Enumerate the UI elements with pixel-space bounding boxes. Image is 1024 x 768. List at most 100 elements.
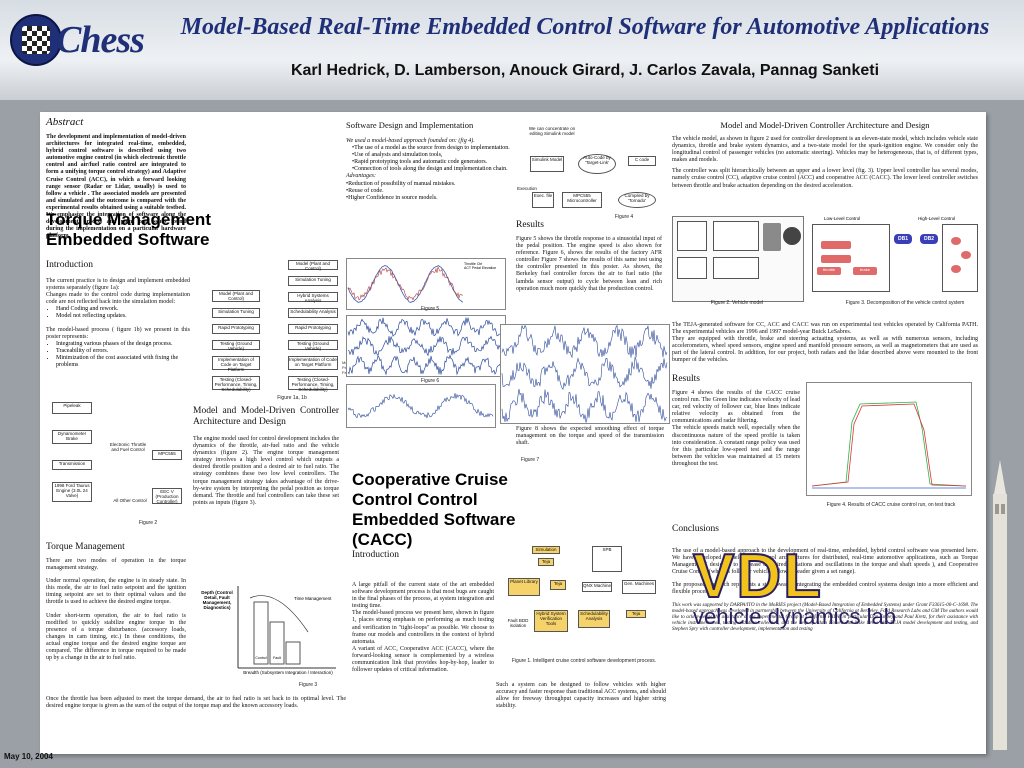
- figure-3: Depth (Control Detail, Fault Management,…: [198, 582, 340, 690]
- right-p4: They are equipped with throttle, brake a…: [672, 336, 978, 364]
- software-bullets-2: •Reduction of possibility of manual mist…: [346, 181, 514, 202]
- fig7-plot: [500, 324, 670, 424]
- cacc-intro-heading: Introduction: [352, 550, 399, 560]
- figure-6: [346, 315, 506, 377]
- vehicle-model-block: [677, 221, 707, 251]
- fig1-right-box: Implementation of Code on Target Platfor…: [288, 356, 338, 370]
- list-item: Traceability of errors.: [56, 348, 190, 355]
- software-section: Software Design and Implementation We us…: [346, 120, 514, 202]
- right-mmd-heading: Model and Model-Driven Controller Archit…: [720, 120, 930, 130]
- figure-5: Throttle Ctrl ACT Pedal Elevation: [346, 258, 506, 310]
- cacc-box: Gen. Machines: [622, 580, 656, 594]
- vehicle-model-figure: [672, 216, 804, 302]
- right-results-p2: The vehicle speeds match well, especiall…: [672, 425, 800, 467]
- conclusions-section: Conclusions The use of a model-based app…: [672, 524, 978, 633]
- wheel-icon: [783, 227, 801, 245]
- conclusions-p1: The use of a model-based approach to the…: [672, 548, 978, 576]
- cacc-box: Simulation: [532, 546, 560, 554]
- fig2-box: MPC555: [152, 450, 182, 460]
- figure-7: [500, 324, 670, 424]
- right-mmd-p2: The controller was split hierarchically …: [672, 168, 978, 189]
- fig3-label: Time Management: [294, 596, 332, 601]
- cacc-box: QNX Machine: [582, 582, 612, 592]
- right-p3: The TEJA-generated software for CC, ACC …: [672, 322, 978, 336]
- vehicle-model-caption: Figure 2. Vehicle model: [710, 300, 764, 306]
- figure-2: Pipeleak Dynamometer Brake Transmission …: [48, 402, 188, 532]
- right-mmd-section: Model and Model-Driven Controller Archit…: [672, 120, 978, 190]
- decomp-state: [951, 237, 961, 245]
- logo-text: Chess: [56, 19, 145, 61]
- cacc-box: Teja: [626, 610, 646, 618]
- poster-date: May 10, 2004: [4, 752, 53, 761]
- fig3-caption: Figure 3: [298, 682, 318, 688]
- decomposition-figure: Low-Level Control High-Level Control thr…: [808, 216, 980, 296]
- fig1-right-box: Schedulability Analysis: [288, 308, 338, 318]
- fig1-right-box: Testing (Closed-Performance, Timing, Sch…: [288, 376, 338, 392]
- fig1-right-box: Simulation Tuning: [288, 276, 338, 286]
- fig2-caption: Figure 2: [138, 520, 158, 526]
- fig5-legend-item: ACT Pedal Elevation: [464, 266, 497, 270]
- poster-header: Chess Model-Based Real-Time Embedded Con…: [0, 0, 1024, 100]
- fig1-left-box: Testing (Ground Vehicle): [212, 340, 260, 351]
- cacc-intro-text: A large pitfall of the current state of …: [352, 582, 494, 610]
- fig7-caption: Figure 7: [520, 457, 540, 463]
- cacc-p2: The model-based process we present here,…: [352, 610, 494, 645]
- list-item: Minimization of the cost associated with…: [56, 355, 190, 369]
- chess-logo: Chess: [10, 12, 150, 68]
- high-level-box: [942, 224, 978, 292]
- torque-intro: Introduction The current practice is to …: [46, 260, 190, 369]
- fig4-box: Simulink Model: [530, 156, 564, 172]
- fig8-text: Figure 8 shows the expected smoothing ef…: [516, 426, 664, 447]
- engine-image: [763, 223, 781, 251]
- software-heading: Software Design and Implementation: [346, 120, 474, 130]
- acknowledgment: This work was supported by DARPA/ITO in …: [672, 602, 978, 632]
- fig3-plot: [237, 586, 336, 669]
- fig5-plot: [346, 258, 506, 310]
- db2-node: DB2: [920, 234, 938, 244]
- cacc-closing: Such a system can be designed to follow …: [496, 682, 666, 710]
- list-item: •Connection of tools along the design an…: [352, 166, 508, 173]
- cacc-figure: Simulation Teja SPB Planet Library Teja …: [502, 544, 666, 664]
- results-section: Results Figure 5 shows the throttle resp…: [516, 220, 662, 293]
- fig1-right-box: Model (Plant and Control): [288, 260, 338, 271]
- list-item: Integrating various phases of the design…: [56, 341, 190, 348]
- abstract-section: Abstract The development and implementat…: [46, 116, 186, 240]
- list-item: •Use of analysis and simulation tools,: [352, 152, 443, 159]
- chessboard-icon: [22, 26, 50, 54]
- fig4-box: Compiled by 'Tornado': [618, 192, 656, 208]
- fig2-box: Pipeleak: [52, 402, 92, 414]
- cacc-box: Hybrid System Verification Tools: [534, 610, 568, 632]
- fig1-right-box: Hybrid Systems Analysis: [288, 292, 338, 303]
- fig2-box: EEC V (Production Controller): [152, 488, 182, 504]
- fig1-right-box: Rapid Prototyping: [288, 324, 338, 334]
- software-adv-label: Advantages:: [346, 173, 376, 180]
- decomp-label: Low-Level Control: [824, 216, 861, 221]
- vdl-logo-subtitle: vehicle dynamics lab: [693, 604, 896, 629]
- tm-p4: Once the throttle has been adjusted to m…: [46, 696, 346, 710]
- fig4-box: Auto-Code by 'Target-Link': [578, 154, 616, 174]
- list-item: •Reduction of possibility of manual mist…: [346, 180, 456, 187]
- decomp-state: [951, 265, 961, 273]
- fig2-box: 1998 Ford Taurus Engine (3.0L 24 Valve): [52, 482, 92, 502]
- torque-intro-p3: The model-based process ( figure 1b) we …: [46, 326, 190, 340]
- fig3-label: Control: [255, 656, 267, 660]
- fig4-label: Execution: [517, 186, 537, 191]
- conclusions-p2: The proposed approach represents a step …: [672, 582, 978, 596]
- fig2-box: Dynamometer Brake: [52, 430, 92, 444]
- fig1-right-box: Testing (Ground Vehicle): [288, 340, 338, 351]
- torque-mmd-section: Model and Model-Driven Controller Archit…: [193, 406, 339, 507]
- right-mmd-p1: The vehicle model, as shown in figure 2 …: [672, 136, 978, 164]
- tm-p3: Under short-term operation, the air to f…: [46, 612, 186, 662]
- torque-mmd-heading: Model and Model-Driven Controller Archit…: [193, 406, 339, 427]
- torque-intro-p2: Changes made to the control code during …: [46, 292, 190, 306]
- fig6-caption: Figure 6: [420, 378, 440, 384]
- poster-authors: Karl Hedrick, D. Lamberson, Anouck Girar…: [290, 62, 880, 79]
- fig4-box: Exec. file: [532, 192, 554, 208]
- results-text: Figure 5 shows the throttle response to …: [516, 236, 662, 292]
- torque-management-section: Torque Management There are two modes of…: [46, 542, 186, 668]
- cacc-box: SPB: [592, 546, 622, 572]
- software-bullets-1: •The use of a model as the source from d…: [346, 145, 514, 173]
- cacc-box: Fault BDD isolation: [507, 618, 529, 628]
- conclusions-heading: Conclusions: [672, 524, 719, 534]
- fig6-plot: [346, 315, 506, 377]
